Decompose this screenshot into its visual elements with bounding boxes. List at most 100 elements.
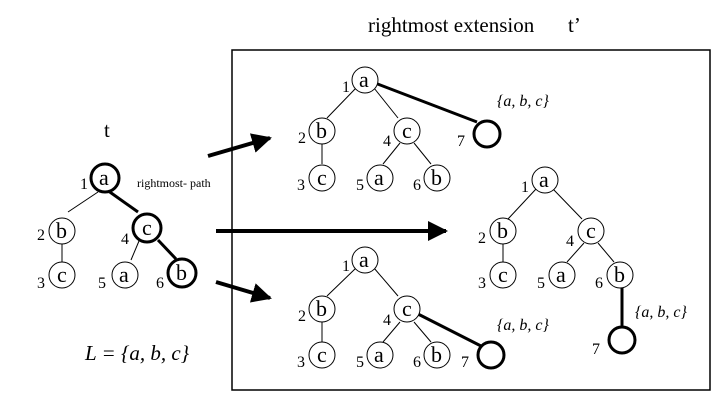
node-3	[48, 261, 76, 289]
node-1-number: 1	[342, 79, 350, 96]
node-5-number: 5	[356, 177, 364, 194]
header-tprime: t’	[568, 13, 581, 37]
edge-1-2	[67, 191, 99, 213]
node-1	[531, 166, 559, 194]
node-6-label: b	[431, 165, 442, 190]
node-6	[606, 261, 634, 289]
node-5-number: 5	[98, 275, 106, 292]
node-6	[423, 341, 451, 369]
node-5-label: a	[374, 342, 384, 367]
node-3	[489, 261, 517, 289]
edge-4-5	[566, 242, 585, 263]
edge-4-5	[382, 142, 401, 165]
node-5-label: a	[374, 165, 384, 190]
node-5-number: 5	[537, 275, 545, 292]
edge-4-6	[413, 142, 432, 165]
node-2-label: b	[56, 218, 67, 243]
node-4-label: c	[142, 215, 152, 240]
node-1-label: a	[359, 247, 369, 272]
node-1-number: 1	[342, 258, 350, 275]
original-tree-title: t	[104, 118, 110, 142]
arrow-to-extension-1	[207, 133, 272, 158]
node-4	[577, 217, 605, 245]
node-3-number: 3	[37, 275, 45, 292]
node-5	[366, 341, 394, 369]
extension-label-set: {a, b, c}	[497, 93, 550, 110]
node-3-number: 3	[478, 275, 486, 292]
node-7-number: 7	[461, 354, 469, 371]
node-1	[89, 162, 121, 194]
node-7-new	[472, 119, 502, 149]
rightmost-path-label: rightmost- path	[137, 176, 211, 190]
node-4	[131, 212, 163, 244]
node-4-label: c	[586, 218, 596, 243]
node-5-label: a	[119, 262, 129, 287]
edge-1-2	[326, 267, 357, 297]
node-2-number: 2	[298, 308, 306, 325]
node-5-number: 5	[356, 354, 364, 371]
node-4-number: 4	[383, 133, 391, 150]
node-5	[366, 164, 394, 192]
node-1-number: 1	[80, 176, 88, 193]
node-5	[548, 261, 576, 289]
node-6-label: b	[431, 342, 442, 367]
node-6-label: b	[614, 262, 625, 287]
node-6-number: 6	[413, 354, 421, 371]
node-1-label: a	[539, 167, 549, 192]
arrow-to-extension-3	[215, 280, 272, 303]
node-1	[351, 66, 379, 94]
node-5-label: a	[556, 262, 566, 287]
header-title: rightmost extension	[368, 13, 535, 37]
node-2-number: 2	[37, 227, 45, 244]
node-3-number: 3	[297, 177, 305, 194]
node-3-number: 3	[297, 354, 305, 371]
node-2-label: b	[316, 296, 327, 321]
edge-1-4	[373, 267, 399, 297]
edge-1-4	[552, 188, 583, 220]
node-6-number: 6	[595, 275, 603, 292]
edge-4-6	[413, 321, 432, 343]
node-7-number: 7	[457, 133, 465, 150]
node-1-label: a	[359, 67, 369, 92]
node-4-number: 4	[121, 231, 129, 248]
node-2	[489, 217, 517, 245]
node-3-label: c	[498, 262, 508, 287]
node-6-number: 6	[413, 177, 421, 194]
label-set: L = {a, b, c}	[84, 341, 190, 365]
node-5	[111, 261, 139, 289]
node-4-label: c	[402, 118, 412, 143]
original-tree: t a b c c a b 1 2 3 4 5 6 rightmost- pat…	[37, 118, 211, 292]
node-4-number: 4	[566, 233, 574, 250]
node-7-new	[607, 325, 637, 355]
node-4-label: c	[402, 296, 412, 321]
node-3-label: c	[317, 165, 327, 190]
node-2-label: b	[316, 118, 327, 143]
node-6-number: 6	[156, 275, 164, 292]
node-6-label: b	[176, 260, 187, 285]
edge-4-5	[130, 240, 140, 261]
node-6	[166, 257, 198, 289]
node-2-number: 2	[478, 230, 486, 247]
edge-4-6	[156, 238, 178, 261]
edge-1-2	[326, 87, 357, 119]
node-3-label: c	[57, 262, 67, 287]
edge-4-7-new	[417, 312, 482, 348]
extension-label-set: {a, b, c}	[497, 317, 550, 334]
node-6	[423, 164, 451, 192]
node-4-number: 4	[383, 312, 391, 329]
extension-tree-2: a b c c a b 1 2 3 4 5 6 7 {a, b, c}	[478, 166, 688, 358]
edge-4-6	[597, 242, 615, 263]
node-2-label: b	[497, 218, 508, 243]
node-1	[351, 246, 379, 274]
edge-4-5	[382, 321, 401, 343]
node-4	[393, 117, 421, 145]
extension-label-set: {a, b, c}	[635, 304, 688, 321]
node-3-label: c	[317, 342, 327, 367]
extension-tree-1: a b c c a b 1 2 3 4 5 6 7 {a, b, c}	[297, 66, 550, 194]
edge-1-4	[373, 87, 399, 119]
node-4	[393, 295, 421, 323]
node-2	[48, 217, 76, 245]
node-7-new	[476, 340, 506, 370]
extension-tree-3: a b c c a b 1 2 3 4 5 6 7 {a, b, c}	[297, 246, 550, 371]
